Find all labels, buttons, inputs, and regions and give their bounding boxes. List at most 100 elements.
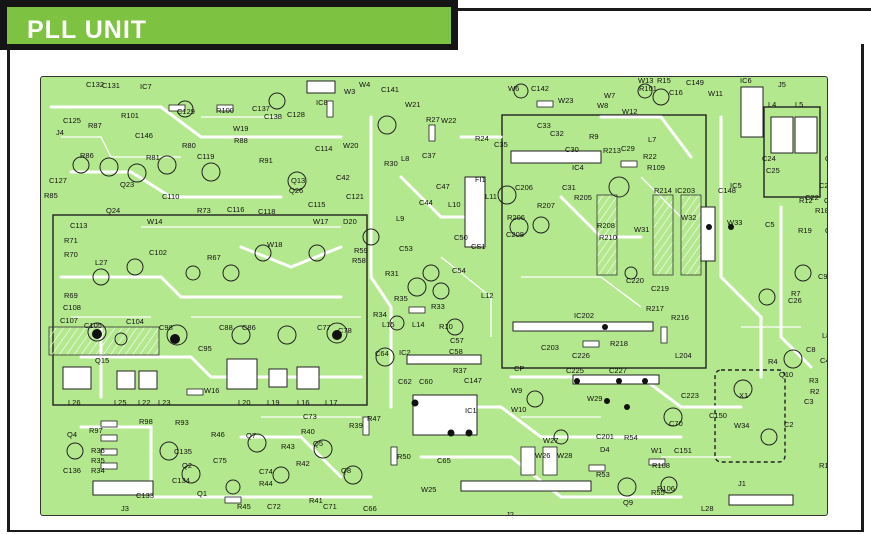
component-label: L14: [412, 320, 425, 329]
component-label: X1: [739, 391, 749, 400]
crystal-box: [714, 369, 786, 463]
component-label: C24: [762, 154, 776, 163]
component-label: R27: [426, 115, 440, 124]
component-label: L22: [138, 398, 151, 407]
component-label: R59: [354, 246, 368, 255]
component-label: Q8: [341, 466, 352, 475]
component-label: R205: [574, 193, 592, 202]
component-label: C54: [452, 266, 466, 275]
component-label: CP: [514, 364, 525, 373]
component-label: C150: [709, 411, 727, 420]
component-label: W21: [405, 100, 421, 109]
component-label: C22: [805, 193, 819, 202]
component-label: L5: [795, 100, 804, 109]
component-label: C203: [541, 343, 559, 352]
component-label: W22: [441, 116, 457, 125]
component-label: C3: [804, 397, 814, 406]
component-label: R105: [819, 461, 828, 470]
component-label: R37: [453, 366, 467, 375]
component-label: J2: [506, 510, 514, 516]
component-label: L25: [114, 398, 127, 407]
component-label: R46: [211, 430, 225, 439]
component-label: R87: [88, 121, 102, 130]
component-label: Q23: [120, 180, 135, 189]
component-label: R85: [44, 191, 58, 200]
component-label: Q5: [313, 439, 324, 448]
component-label: C147: [464, 376, 482, 385]
component-label: C73: [303, 412, 317, 421]
component-label: R69: [64, 291, 78, 300]
component-label: C16: [669, 88, 683, 97]
component-label: C148: [718, 186, 736, 195]
component-label: R55: [651, 488, 665, 497]
ic6-body: [740, 86, 764, 138]
component-label: R3: [809, 376, 819, 385]
component-label: W14: [147, 217, 163, 226]
component-label: C151: [674, 446, 692, 455]
component-label: L28: [701, 504, 714, 513]
component-label: C74: [259, 467, 273, 476]
component-label: R210: [599, 233, 617, 242]
thin-traces: [61, 116, 801, 458]
component-label: IC203: [675, 186, 696, 195]
component-label: C132: [86, 80, 104, 89]
component-label: C17: [825, 227, 827, 235]
component-label: C86: [242, 323, 256, 332]
component-label: J1: [738, 479, 746, 488]
component-label: IC2: [399, 348, 411, 357]
component-label: R12: [799, 196, 813, 205]
component-label: W31: [634, 225, 650, 234]
component-label: L23: [158, 398, 171, 407]
page-frame: [7, 44, 864, 532]
l11-coil: [464, 176, 486, 248]
component-label: C220: [626, 276, 644, 285]
component-label: C141: [381, 85, 399, 94]
component-label: C95: [198, 344, 212, 353]
component-label: L15: [382, 320, 395, 329]
component-label: C226: [572, 351, 590, 360]
component-label: C26: [788, 296, 802, 305]
component-label: W6: [508, 84, 520, 93]
component-label: R40: [301, 427, 315, 436]
component-label: C57: [450, 336, 464, 345]
component-label: R97: [89, 426, 103, 435]
component-label: C105: [84, 321, 102, 330]
component-label: C223: [681, 391, 699, 400]
component-label: C107: [60, 316, 78, 325]
component-label: R98: [139, 417, 153, 426]
component-label: C77: [317, 323, 331, 332]
component-label: Q7: [246, 431, 257, 440]
component-label: W27: [543, 436, 559, 445]
ic8-body: [306, 80, 336, 94]
component-label: C137: [252, 104, 270, 113]
component-label: J3: [121, 504, 129, 513]
component-label: R58: [352, 256, 366, 265]
component-label: C119: [197, 152, 215, 161]
component-label: C60: [419, 377, 433, 386]
solder-pads: [92, 224, 734, 437]
small-resistors: [100, 100, 668, 504]
component-label: R218: [610, 339, 628, 348]
component-label: R2: [810, 387, 820, 396]
component-label: CS1: [471, 242, 486, 251]
top-rule: [458, 8, 871, 11]
component-label: R35: [394, 294, 408, 303]
component-label: R4: [768, 357, 778, 366]
ic2-body: [406, 354, 482, 365]
component-label: R50: [397, 452, 411, 461]
component-label: W16: [204, 386, 220, 395]
component-label: Q2: [182, 461, 193, 470]
component-label: R31: [385, 269, 399, 278]
component-label: C149: [686, 78, 704, 87]
component-label: R15: [657, 76, 671, 85]
component-label: R10: [439, 322, 453, 331]
component-label: L9: [396, 214, 405, 223]
component-label: C53: [399, 244, 413, 253]
component-label: R207: [537, 201, 555, 210]
component-label: R54: [624, 433, 638, 442]
component-label: W7: [604, 91, 616, 100]
component-label: R101: [121, 111, 139, 120]
component-label: W1: [651, 446, 663, 455]
component-label: R86: [80, 151, 94, 160]
